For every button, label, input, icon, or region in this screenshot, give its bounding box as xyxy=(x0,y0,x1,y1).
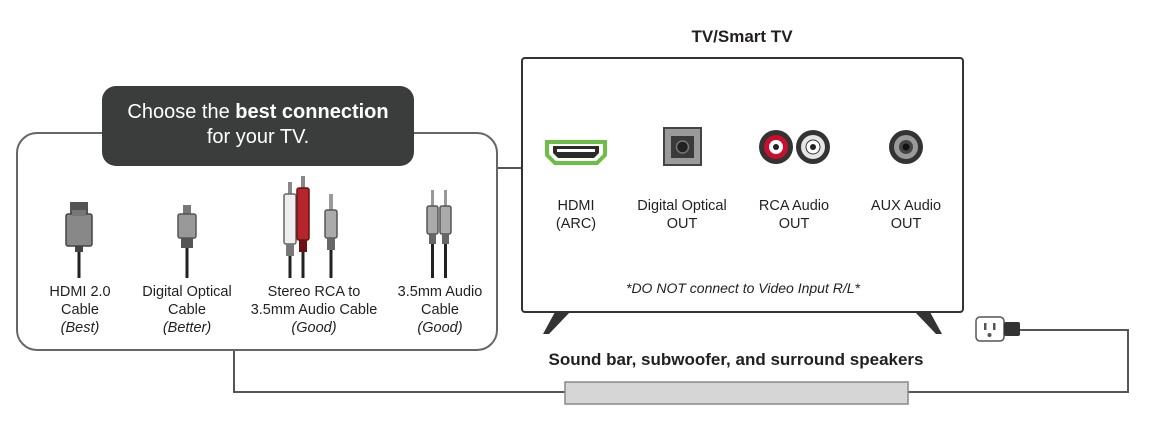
callout-line2: for your TV. xyxy=(206,126,310,148)
aux-port-icon xyxy=(889,130,923,164)
callout-bold: best connection xyxy=(235,101,389,123)
rca-port-icon xyxy=(759,130,830,164)
soundbar-title: Sound bar, subwoofer, and surround speak… xyxy=(548,350,924,369)
tv-frame xyxy=(521,57,964,334)
connection-wire xyxy=(233,167,1129,393)
optical-port-icon xyxy=(663,127,702,166)
rca-cable-icon xyxy=(283,176,338,278)
callout-best-connection: Choose the best connection for your TV. xyxy=(102,86,414,166)
callout-prefix: Choose the xyxy=(127,101,236,123)
aux-cable-icon xyxy=(426,190,452,278)
power-plug-icon xyxy=(975,316,1020,342)
hdmi-port-icon xyxy=(545,140,607,165)
optical-cable-icon xyxy=(177,205,197,278)
tv-title: TV/Smart TV xyxy=(691,27,793,46)
hdmi-cable-icon xyxy=(65,202,93,278)
tv-note: *DO NOT connect to Video Input R/L* xyxy=(626,280,860,296)
soundbar-icon xyxy=(564,381,909,405)
port-label-hdmi: HDMI(ARC) xyxy=(555,198,597,232)
